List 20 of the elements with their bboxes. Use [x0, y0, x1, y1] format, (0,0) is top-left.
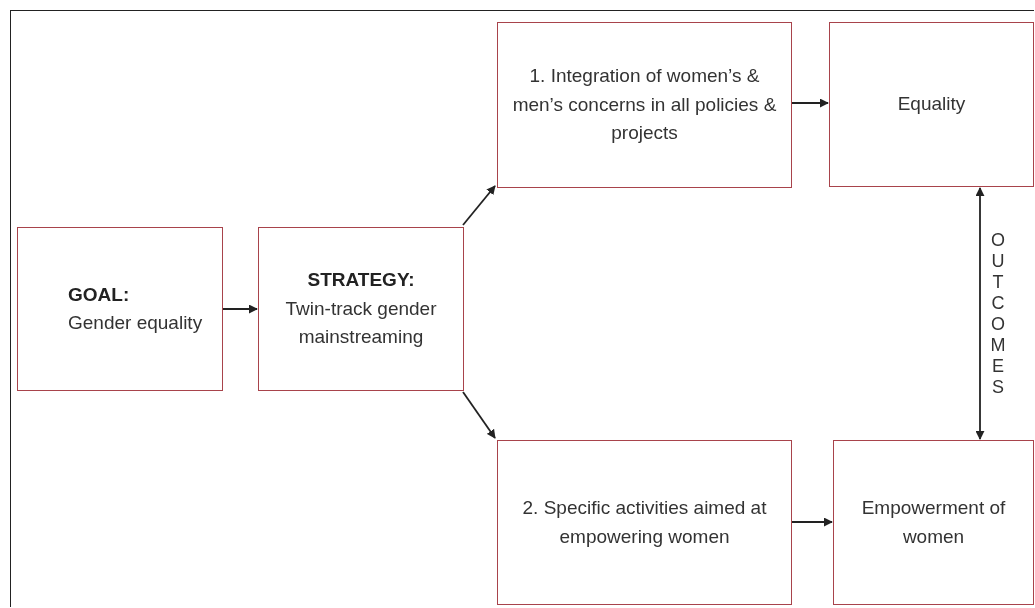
box-text: Empowerment of women [860, 496, 1007, 549]
arrow [791, 98, 829, 108]
box-text: 1. Integration of women’s & men’s concerns in all policies & projects [511, 64, 778, 146]
box-text: Gender equality [68, 311, 203, 335]
box-text: Twin-track gender mainstreaming [284, 296, 438, 350]
box-heading: GOAL: [68, 282, 130, 307]
process-box [17, 227, 223, 391]
process-box [829, 22, 1034, 187]
box-text: 2. Specific activities aimed at empowering women [521, 496, 768, 549]
process-box [497, 22, 792, 188]
box-heading: STRATEGY: [307, 268, 415, 293]
process-box [258, 227, 464, 391]
arrow [462, 391, 496, 439]
arrow [975, 187, 985, 440]
arrow [222, 304, 258, 314]
arrow [462, 185, 496, 226]
box-text: Equality [897, 92, 966, 117]
arrow [791, 517, 833, 527]
process-box [833, 440, 1034, 605]
process-box [497, 440, 792, 605]
